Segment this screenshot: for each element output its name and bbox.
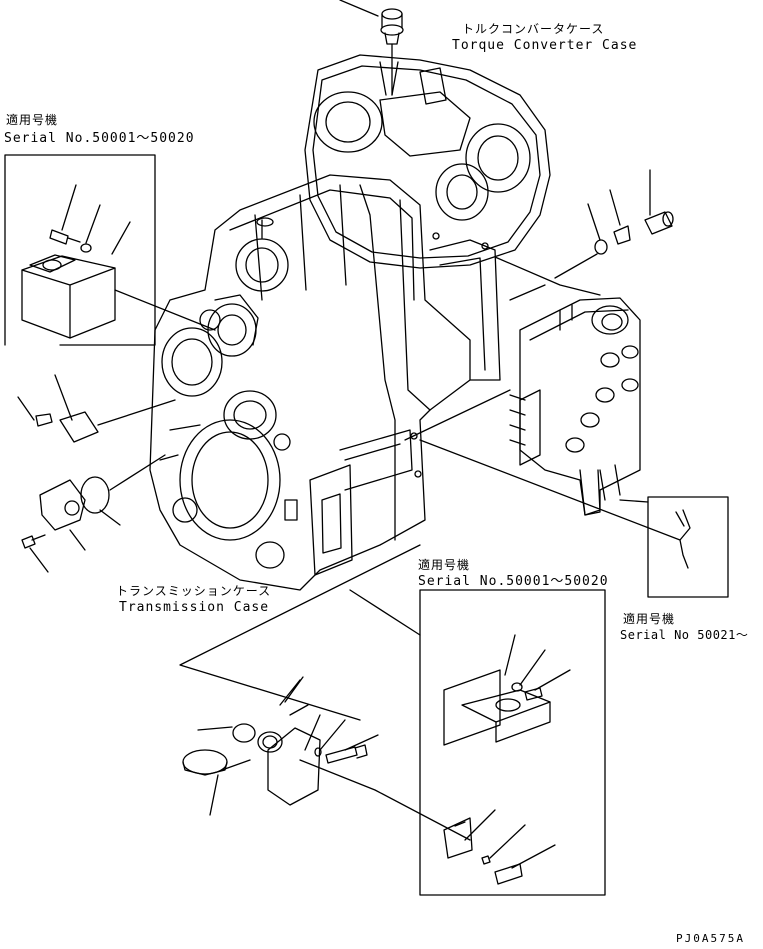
transmission-case [149,174,501,591]
case-leader-lines [179,544,421,721]
torque-converter-housing [304,54,551,269]
drawing-code: PJ0A575A [676,932,745,945]
left-cover-plate [17,374,176,443]
torque-converter-label-jp: トルクコンバータケース [462,22,605,36]
valve-leader-lines [404,256,681,541]
serial-upper-left-label-jp: 適用号機 [6,113,59,127]
serial-right-label-en: Serial No 50021～ [620,628,749,642]
serial-upper-left-label-en: Serial No.50001～50020 [4,131,195,146]
serial-lower-right-label-jp: 適用号機 [418,558,471,572]
serial-lower-right-label-en: Serial No.50001～50020 [418,574,609,589]
serial-right-label-jp: 適用号機 [623,612,676,626]
left-cap-assembly [21,454,166,573]
lower-cap-assembly [182,676,471,841]
bracket-box-right [647,496,729,598]
bracket-box-lower-right [419,589,606,896]
top-sensor-part [339,0,404,96]
transmission-case-label-jp: トランスミッションケース [116,584,272,598]
torque-converter-label-en: Torque Converter Case [452,38,638,53]
bracket-box-upper-left [4,154,216,346]
control-valve [509,297,641,516]
transmission-case-label-en: Transmission Case [119,600,270,615]
valve-small-parts [554,169,674,279]
